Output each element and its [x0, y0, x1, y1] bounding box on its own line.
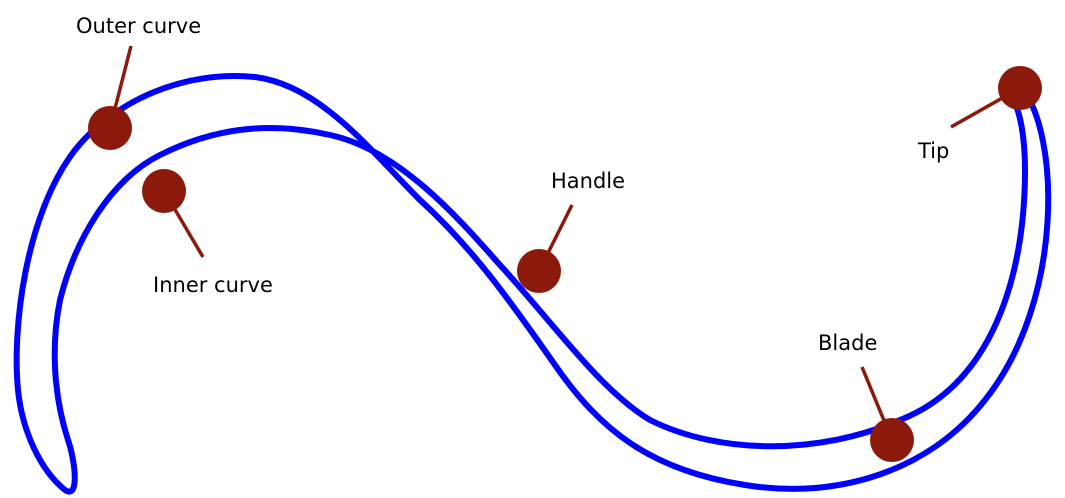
- outer-curve-marker: [88, 106, 132, 150]
- tip-marker: [998, 66, 1042, 110]
- boomerang-outline: [13, 73, 1052, 495]
- inner-curve-label: Inner curve: [153, 273, 273, 297]
- blade-marker: [870, 418, 914, 462]
- blade-label: Blade: [818, 331, 878, 355]
- handle-marker: [517, 249, 561, 293]
- handle-label: Handle: [551, 169, 626, 193]
- outer-curve-label: Outer curve: [76, 14, 202, 38]
- tip-label: Tip: [918, 139, 950, 163]
- inner-curve-marker: [142, 169, 186, 213]
